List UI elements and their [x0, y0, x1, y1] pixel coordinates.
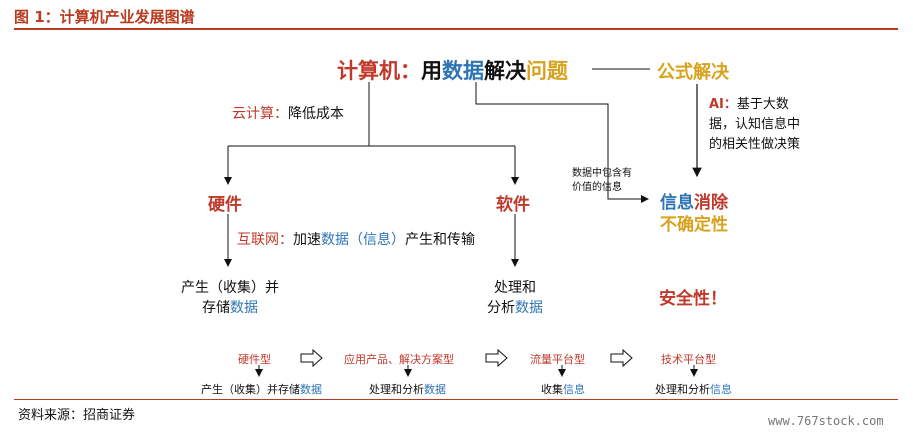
stage-2-desc-text: 处理和分析: [369, 383, 424, 396]
stage-2-desc: 处理和分析数据: [369, 381, 446, 397]
info-note-line-1: 数据中包含有: [572, 168, 632, 179]
internet-text-3: 产生和传输: [405, 232, 475, 248]
ai-text: 基于大数据，认知信息中的相关性做决策: [709, 97, 801, 152]
stage-3-desc-text: 收集: [541, 383, 563, 396]
word-problem: 问题: [526, 58, 568, 83]
storage-data-word: 数据: [230, 300, 258, 316]
analysis-word: 分析: [487, 300, 515, 316]
storage-word: 存储: [202, 300, 230, 316]
cloud-text: 降低成本: [288, 106, 344, 122]
word-data: 数据: [442, 58, 484, 83]
internet-text-2: 数据（信息）: [321, 232, 405, 248]
storage-line-1: 产生（收集）并: [181, 280, 279, 296]
stage-2-desc-keyword: 数据: [424, 383, 446, 396]
analysis-node: 处理和 分析数据: [476, 278, 554, 318]
computer-label: 计算机：: [337, 58, 421, 83]
ai-note: AI：基于大数据，认知信息中的相关性做决策: [709, 95, 801, 155]
stage-4-desc-keyword: 信息: [710, 383, 732, 396]
analysis-data-word: 数据: [515, 300, 543, 316]
internet-text-1: 加速: [293, 232, 321, 248]
stage-4-desc-text: 处理和分析: [655, 383, 710, 396]
uncertainty-word: 不确定性: [660, 215, 728, 235]
eliminate-word: 消除: [694, 193, 728, 213]
info-elimination: 信息消除: [660, 188, 728, 213]
storage-node: 产生（收集）并 存储数据: [176, 278, 284, 318]
ai-prefix: AI：: [709, 97, 737, 112]
info-note-line-2: 价值的信息: [572, 182, 622, 193]
stage-1-desc: 产生（收集）并存储数据: [201, 381, 322, 397]
storage-line-2: 存储数据: [176, 298, 284, 318]
formula-solution: 公式解决: [657, 62, 729, 83]
stage-1-title: 硬件型: [238, 353, 271, 366]
stage-transition-arrow-1: [300, 348, 323, 368]
cloud-label: 云计算：: [232, 106, 288, 122]
security-node: 安全性！: [659, 289, 727, 309]
stage-1-desc-text: 产生（收集）并存储: [201, 383, 300, 396]
stage-3-desc-keyword: 信息: [563, 383, 585, 396]
figure-title: 图 1：计算机产业发展图谱: [14, 8, 195, 26]
analysis-line-1: 处理和: [494, 280, 536, 296]
word-solve: 解决: [484, 58, 526, 83]
stage-3-title: 流量平台型: [530, 353, 585, 366]
stage-1-desc-keyword: 数据: [300, 383, 322, 396]
stage-4-desc: 处理和分析信息: [655, 381, 732, 397]
hardware-node: 硬件: [208, 195, 242, 215]
bottom-rule: [14, 399, 898, 400]
watermark: www.767stock.com: [768, 414, 884, 428]
cloud-note: 云计算：降低成本: [232, 103, 344, 123]
stage-transition-arrow-3: [610, 348, 633, 368]
info-note: 数据中包含有 价值的信息: [572, 167, 632, 195]
internet-label: 互联网：: [237, 232, 293, 248]
software-node: 软件: [496, 195, 530, 215]
stage-4-title: 技术平台型: [661, 353, 716, 366]
top-statement: 计算机：用数据解决问题: [337, 55, 568, 85]
internet-note: 互联网：加速数据（信息）产生和传输: [237, 229, 475, 249]
analysis-line-2: 分析数据: [476, 298, 554, 318]
stage-2-title: 应用产品、解决方案型: [344, 353, 454, 366]
source-note: 资料来源：招商证券: [18, 408, 136, 423]
top-rule: [14, 28, 898, 30]
word-use: 用: [421, 58, 442, 83]
info-word: 信息: [660, 193, 694, 213]
stage-transition-arrow-2: [485, 348, 508, 368]
stage-3-desc: 收集信息: [541, 381, 585, 397]
arrow-data-info: [475, 82, 649, 203]
